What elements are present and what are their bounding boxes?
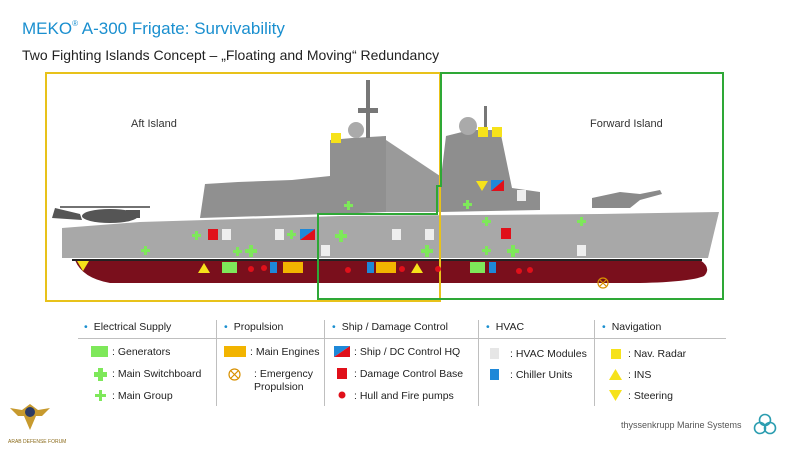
main-switchboard-markers (245, 230, 519, 257)
legend-main-switchboard: : Main Switchboard (112, 368, 202, 380)
forward-superstructure (440, 130, 540, 212)
legend-emergency-propulsion-line2: Propulsion (254, 381, 304, 393)
legend-separator (324, 320, 325, 406)
legend-dc-base: : Damage Control Base (354, 368, 464, 380)
helicopter (52, 206, 150, 223)
legend-nav-radar: : Nav. Radar (628, 348, 687, 360)
main-engine-swatch (224, 346, 246, 357)
legend-heading-hvac: •HVAC (486, 321, 525, 333)
legend-propulsion: •Propulsion : Main Engines : Emergency P… (224, 318, 334, 410)
legend-main-group: : Main Group (112, 390, 173, 402)
forum-logo: ARAB DEFENSE FORUM (8, 400, 67, 446)
forum-logo-text: ARAB DEFENSE FORUM (8, 439, 67, 445)
bow-gun (592, 190, 662, 208)
legend-electrical: •Electrical Supply : Generators : Main S… (84, 318, 224, 410)
legend-chiller-units: : Chiller Units (510, 369, 573, 381)
hull-main (62, 212, 719, 258)
aft-island-label: Aft Island (131, 118, 177, 130)
legend: •Electrical Supply : Generators : Main S… (78, 318, 726, 410)
legend-emergency-propulsion: : Emergency (254, 368, 313, 380)
legend-hvac: •HVAC : HVAC Modules : Chiller Units (486, 318, 596, 410)
slide-subtitle: Two Fighting Islands Concept – „Floating… (22, 47, 440, 63)
thyssenkrupp-logo-icon (753, 413, 777, 435)
legend-heading-ship-dc: •Ship / Damage Control (332, 321, 448, 333)
chiller-swatch (490, 369, 499, 380)
frigate-diagram (45, 72, 724, 302)
legend-separator (594, 320, 595, 406)
legend-divider (78, 338, 726, 339)
main-switchboard-icon (94, 368, 107, 381)
eagle-icon (10, 404, 50, 430)
pump-icon (338, 391, 346, 399)
ins-icon (609, 369, 622, 380)
legend-steering: : Steering (628, 390, 673, 402)
legend-ins: : INS (628, 369, 652, 381)
legend-heading-electrical: •Electrical Supply (84, 321, 172, 333)
slide-title: MEKO® A-300 Frigate: Survivability (22, 19, 285, 38)
legend-hvac-modules: : HVAC Modules (510, 348, 587, 360)
main-group-icon (95, 390, 106, 401)
forward-island-box (317, 72, 724, 300)
legend-separator (478, 320, 479, 406)
legend-heading-propulsion: •Propulsion (224, 321, 284, 333)
legend-dc-control-hq: : Ship / DC Control HQ (354, 346, 461, 358)
steering-icon (609, 390, 622, 401)
legend-navigation: •Navigation : Nav. Radar : INS : Steerin… (602, 318, 726, 410)
generator-swatch (91, 346, 108, 357)
dc-hq-icon (334, 346, 350, 357)
hvac-swatch (490, 348, 499, 359)
legend-hull-fire-pumps: : Hull and Fire pumps (354, 390, 454, 402)
aft-superstructure (200, 136, 386, 218)
emergency-propulsion-icon (228, 368, 241, 381)
dc-base-swatch (337, 368, 347, 379)
legend-ship-dc: •Ship / Damage Control : Ship / DC Contr… (332, 318, 482, 410)
brand-name: thyssenkrupp Marine Systems (621, 420, 742, 430)
main-group-markers (141, 200, 586, 256)
legend-main-engines: : Main Engines (250, 346, 320, 358)
forward-island-label: Forward Island (590, 118, 663, 130)
legend-separator (216, 320, 217, 406)
legend-heading-navigation: •Navigation (602, 321, 662, 333)
legend-generators: : Generators (112, 346, 171, 358)
nav-radar-swatch (611, 349, 621, 359)
